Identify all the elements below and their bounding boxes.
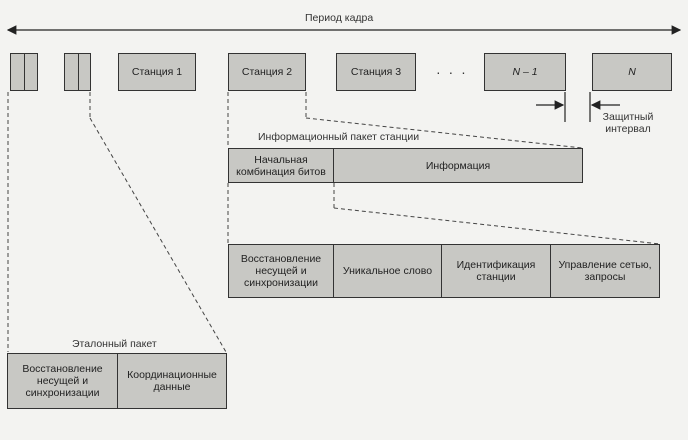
carrier-recovery-field[interactable]: Восстановление несущей и синхронизации (228, 244, 334, 298)
reference-coordination-field[interactable]: Координационные данные (117, 353, 227, 409)
station2-expansion-lines (227, 92, 583, 149)
guard-interval-label: Защитный интервал (602, 111, 654, 135)
unique-word-field[interactable]: Уникальное слово (333, 244, 442, 298)
packet-information[interactable]: Информация (333, 148, 583, 183)
station-2-slot[interactable]: Станция 2 (228, 53, 306, 91)
network-control-field[interactable]: Управление сетью, запросы (550, 244, 660, 298)
station-id-field[interactable]: Идентификация станции (441, 244, 551, 298)
reference-expansion-lines (7, 92, 227, 353)
packet-preamble[interactable]: Начальная комбинация битов (228, 148, 334, 183)
frame-period-label: Период кадра (305, 12, 374, 24)
station-1-slot[interactable]: Станция 1 (118, 53, 196, 91)
station-n-slot[interactable]: N (592, 53, 672, 91)
reference-carrier-recovery-field[interactable]: Восстановление несущей и синхронизации (7, 353, 118, 409)
station-packet-title: Информационный пакет станции (258, 131, 420, 143)
reference-burst-1b[interactable] (24, 53, 38, 91)
reference-packet-title: Эталонный пакет (72, 338, 157, 350)
preamble-expansion-lines (227, 183, 661, 245)
guard-interval-marker (536, 92, 620, 122)
stations-ellipsis: · · · (436, 64, 468, 80)
station-3-slot[interactable]: Станция 3 (336, 53, 416, 91)
reference-burst-1a[interactable] (10, 53, 25, 91)
reference-burst-2b[interactable] (78, 53, 91, 91)
reference-burst-2a[interactable] (64, 53, 79, 91)
station-n-minus-1-slot[interactable]: N – 1 (484, 53, 566, 91)
